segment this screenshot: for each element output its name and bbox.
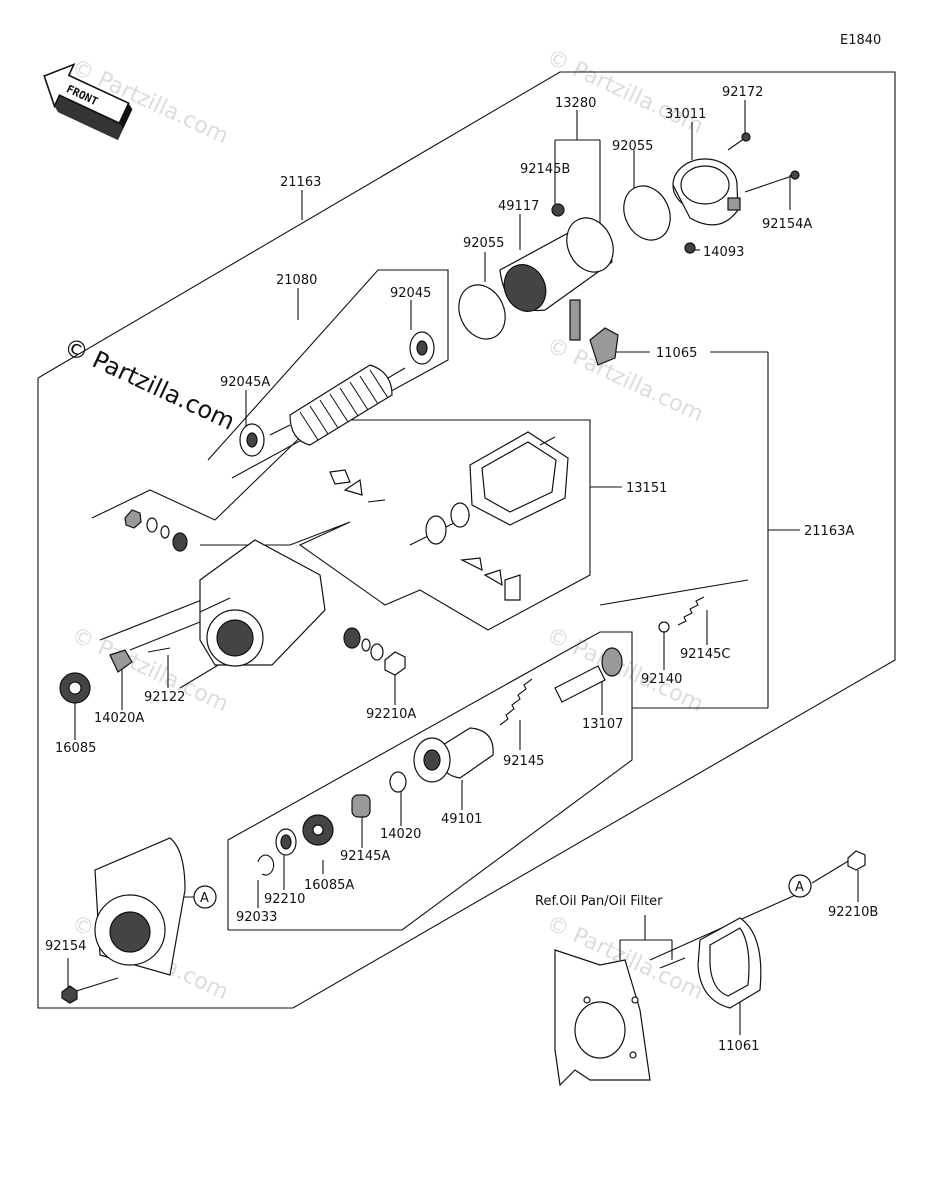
part-label: 92154 <box>45 939 86 954</box>
part-label: 49117 <box>498 199 539 214</box>
part-label: 31011 <box>665 107 706 122</box>
part-label: 16085A <box>304 878 354 893</box>
spring-92145C <box>677 596 705 626</box>
collar-14020A <box>109 649 133 673</box>
terminal-cap-11065 <box>589 327 619 366</box>
gear-16085A <box>302 814 334 846</box>
callout-letter: A <box>795 880 804 895</box>
callout-a: A <box>788 874 812 898</box>
brush-plate-13151 <box>329 431 569 601</box>
part-label: 21080 <box>276 273 317 288</box>
stud <box>659 957 686 969</box>
bearing-92045A <box>239 423 265 457</box>
part-label: 92055 <box>612 139 653 154</box>
assembly-outline <box>37 71 896 1009</box>
part-labels: 92172 13280 31011 21163 92145B 92055 491… <box>45 85 878 1054</box>
diagram-code: E1840 <box>840 33 881 48</box>
snap-ring-92033 <box>257 854 275 876</box>
part-label: 14020 <box>380 827 421 842</box>
ball-92140 <box>658 621 670 633</box>
nut-14093 <box>684 242 696 254</box>
part-label: 13151 <box>626 481 667 496</box>
callout-a: A <box>193 885 217 909</box>
drive-shaft <box>409 502 471 546</box>
callout-letter: A <box>200 891 209 906</box>
part-label: 14020A <box>94 711 144 726</box>
bolt-92154 <box>61 977 119 1004</box>
part-label: 92045 <box>390 286 431 301</box>
armature-21080 <box>269 364 406 446</box>
part-label: 92145B <box>520 162 570 177</box>
yoke-cover-31011 <box>672 158 741 226</box>
leader-lines <box>67 100 859 1035</box>
brush-housing-49117 <box>499 203 614 341</box>
part-label: 16085 <box>55 741 96 756</box>
part-label: 92210 <box>264 892 305 907</box>
part-label: 92140 <box>641 672 682 687</box>
part-label: 92154A <box>762 217 812 232</box>
part-label: 14093 <box>703 245 744 260</box>
part-label: 92122 <box>144 690 185 705</box>
screw-92172 <box>727 132 751 151</box>
front-arrow-icon: FRONT <box>43 62 133 141</box>
part-label: 92145 <box>503 754 544 769</box>
clutch-49101 <box>413 727 494 783</box>
nut-and-washers <box>124 509 188 552</box>
watermark: © Partzilla.com <box>542 623 706 717</box>
part-label: 13280 <box>555 96 596 111</box>
gear-16085 <box>59 672 91 704</box>
part-label: 92055 <box>463 236 504 251</box>
spring-92145 <box>499 678 533 726</box>
part-label: 11061 <box>718 1039 759 1054</box>
part-label: 13107 <box>582 717 623 732</box>
bearing-92045 <box>409 331 435 365</box>
oil-pan-plate <box>554 949 651 1087</box>
brush-group-outline <box>91 419 591 631</box>
starter-cover <box>94 837 186 976</box>
nut-92210A <box>343 627 406 676</box>
part-label: 92210B <box>828 905 878 920</box>
part-label: 92045A <box>220 375 270 390</box>
bolt-92154A <box>744 170 800 193</box>
pinion-shaft-13107 <box>554 647 623 703</box>
part-label: 92033 <box>236 910 277 925</box>
watermark-main: © Partzilla.com <box>59 332 239 436</box>
drive-group-outline <box>227 631 633 931</box>
o-ring-92055 <box>458 284 506 340</box>
watermark: © Partzilla.com <box>542 45 706 139</box>
pin-92122 <box>147 647 171 653</box>
o-ring-92055 <box>623 185 671 241</box>
spring-92145A <box>351 794 371 818</box>
gasket-11061 <box>697 917 762 1009</box>
part-label: 92172 <box>722 85 763 100</box>
bearing-92210 <box>275 828 297 856</box>
part-label: 49101 <box>441 812 482 827</box>
part-label: 92210A <box>366 707 416 722</box>
front-housing <box>199 539 326 667</box>
part-label: 21163A <box>804 524 854 539</box>
part-label: 11065 <box>656 346 697 361</box>
part-label: 21163 <box>280 175 321 190</box>
collar-14020 <box>389 771 407 793</box>
nut-92210B <box>847 850 866 871</box>
part-label: 92145C <box>680 647 730 662</box>
reference-note: Ref.Oil Pan/Oil Filter <box>535 894 663 909</box>
part-label: 92145A <box>340 849 390 864</box>
